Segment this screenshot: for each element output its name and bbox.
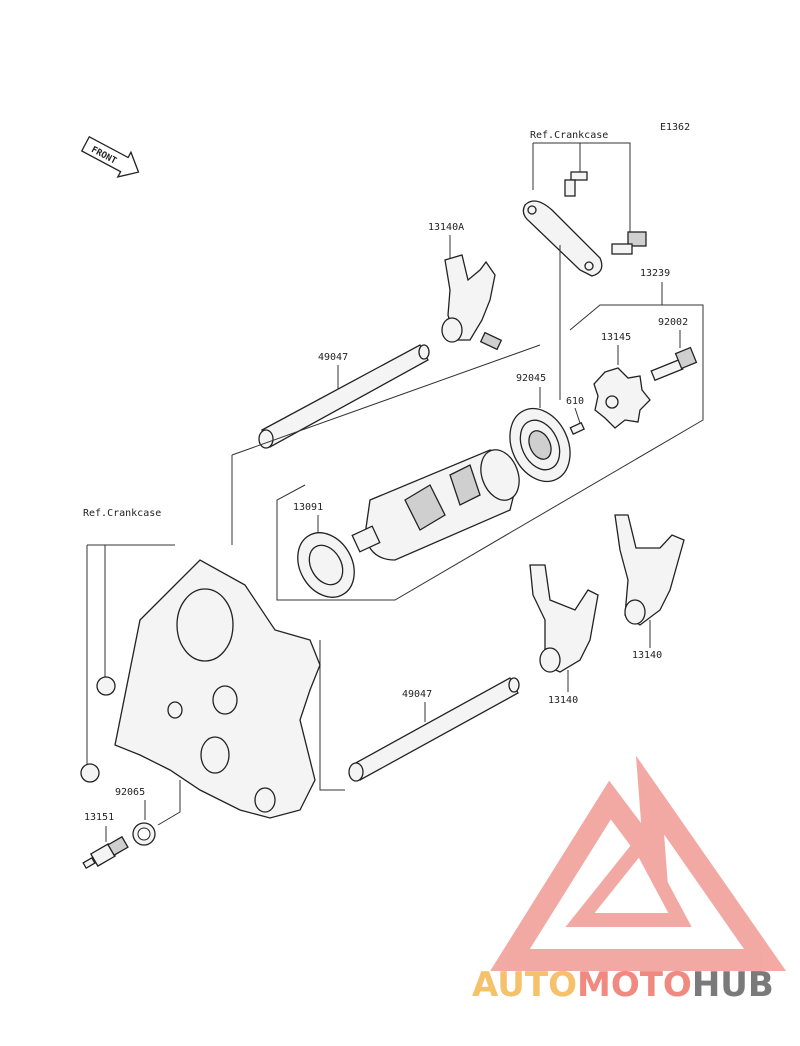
label-13140A: 13140A — [428, 222, 464, 233]
dowel-pin-upper — [96, 676, 116, 696]
bolt-top — [564, 171, 588, 197]
watermark-auto: AUTO — [472, 965, 577, 1005]
label-13091: 13091 — [293, 502, 323, 513]
bearing-92045 — [509, 407, 571, 483]
pin-610 — [569, 421, 585, 436]
stopper-plate — [522, 200, 603, 277]
shift-drum-cam-13145 — [593, 367, 651, 429]
label-13145: 13145 — [601, 332, 631, 343]
shift-fork-13140A — [441, 254, 503, 351]
label-13140-right: 13140 — [632, 650, 662, 661]
bearing-13091 — [297, 532, 355, 598]
label-ref-crankcase-top: Ref.Crankcase — [530, 130, 608, 141]
label-13239: 13239 — [640, 268, 670, 279]
shift-fork-13140-middle — [529, 564, 599, 673]
label-49047-upper: 49047 — [318, 352, 348, 363]
shaft-49047-lower — [348, 677, 520, 782]
label-49047-lower: 49047 — [402, 689, 432, 700]
bolt-92002 — [650, 346, 698, 382]
front-arrow-icon: FRONT — [80, 135, 140, 178]
shift-fork-13140-right — [614, 514, 685, 626]
watermark-logo — [490, 755, 787, 971]
dowel-pin-lower — [80, 763, 100, 783]
label-92065: 92065 — [115, 787, 145, 798]
neutral-switch-13151 — [82, 835, 129, 869]
shaft-49047-upper — [258, 344, 430, 449]
shift-drum — [351, 449, 520, 561]
label-ref-crankcase-left: Ref.Crankcase — [83, 508, 161, 519]
diagram-code: E1362 — [660, 122, 690, 133]
label-92045: 92045 — [516, 373, 546, 384]
label-92002: 92002 — [658, 317, 688, 328]
label-610: 610 — [566, 396, 584, 407]
crankcase-housing — [114, 559, 321, 819]
label-13151: 13151 — [84, 812, 114, 823]
watermark-moto: MOTO — [577, 965, 692, 1005]
bolt-right — [611, 231, 647, 255]
washer-92065 — [132, 822, 156, 846]
watermark-hub: HUB — [692, 965, 774, 1005]
watermark-text: AUTOMOTOHUB — [472, 965, 774, 1005]
label-13140-middle: 13140 — [548, 695, 578, 706]
